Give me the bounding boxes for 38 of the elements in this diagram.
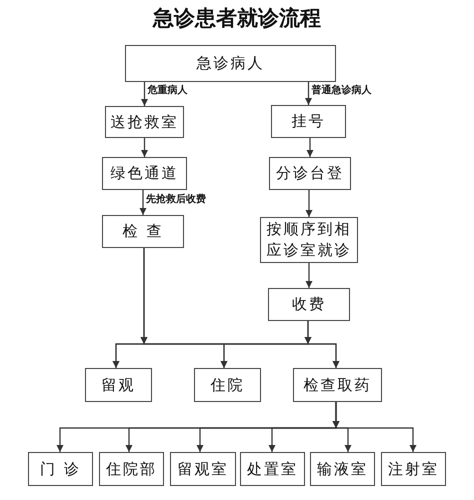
edge-label: 危重病人 bbox=[148, 85, 188, 96]
box-label: 挂号 bbox=[292, 111, 326, 132]
process-box bbox=[269, 157, 351, 190]
process-box bbox=[105, 106, 184, 138]
process-box bbox=[102, 215, 184, 248]
process-box bbox=[194, 368, 261, 402]
process-box bbox=[102, 157, 187, 190]
box-label: 分诊台登 bbox=[276, 163, 344, 184]
box-label: 检 查 bbox=[122, 221, 164, 242]
process-box bbox=[293, 368, 382, 402]
process-box bbox=[240, 452, 305, 486]
process-box bbox=[170, 452, 236, 486]
box-label: 留观 bbox=[102, 374, 136, 396]
box-label: 输液室 bbox=[317, 458, 368, 480]
process-box bbox=[85, 368, 152, 402]
process-box bbox=[381, 452, 446, 486]
process-box bbox=[271, 105, 346, 138]
process-box bbox=[28, 452, 93, 486]
process-box bbox=[268, 288, 350, 321]
process-box bbox=[125, 45, 336, 82]
box-label: 检查取药 bbox=[304, 374, 372, 396]
box-label: 急诊病人 bbox=[196, 53, 264, 74]
edge-label: 先抢救后收费 bbox=[146, 194, 206, 204]
box-label: 住院 bbox=[210, 374, 244, 396]
box-label: 住院部 bbox=[106, 458, 157, 480]
box-label: 门 诊 bbox=[40, 458, 81, 480]
box-label: 处置室 bbox=[247, 458, 298, 480]
process-box bbox=[99, 452, 164, 486]
box-label: 送抢救室 bbox=[110, 112, 178, 132]
process-box bbox=[260, 217, 358, 263]
box-label: 按顺序到相应诊室就诊 bbox=[266, 219, 352, 261]
process-box bbox=[310, 452, 375, 486]
box-label: 留观室 bbox=[178, 458, 228, 480]
box-label: 注射室 bbox=[388, 458, 439, 480]
box-label: 绿色通道 bbox=[110, 163, 178, 184]
diagram-title: 急诊患者就诊流程 bbox=[151, 5, 322, 32]
box-label: 收费 bbox=[292, 294, 326, 315]
edge-label: 普通急诊病人 bbox=[312, 84, 372, 96]
